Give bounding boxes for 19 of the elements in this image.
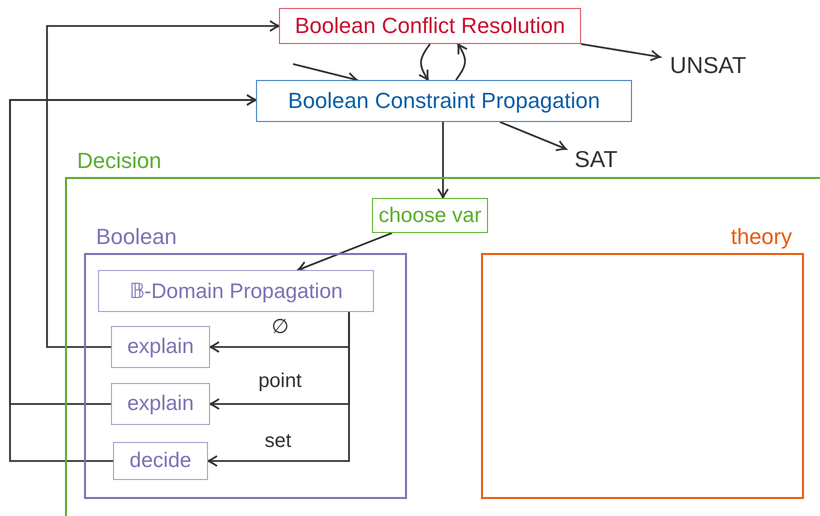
box-label: decide: [130, 449, 192, 473]
process-box: [256, 80, 632, 122]
process-box: [111, 383, 210, 425]
box-label: choose var: [378, 204, 482, 228]
group-heading: Boolean: [96, 224, 177, 250]
box-label: 𝔹-Domain Propagation: [129, 278, 343, 304]
process-box: [113, 442, 208, 480]
group-heading: Decision: [77, 148, 162, 174]
box-label: explain: [127, 392, 194, 416]
box-label: explain: [127, 335, 194, 359]
process-box: [111, 326, 210, 368]
result-label: SAT: [566, 144, 626, 174]
process-box: [279, 8, 581, 44]
box-label: Boolean Conflict Resolution: [294, 13, 566, 39]
process-box: [372, 198, 488, 233]
box-label: Boolean Constraint Propagation: [288, 88, 600, 114]
process-box: [98, 270, 374, 312]
group-heading: theory: [730, 224, 792, 250]
result-label: UNSAT: [660, 48, 756, 82]
